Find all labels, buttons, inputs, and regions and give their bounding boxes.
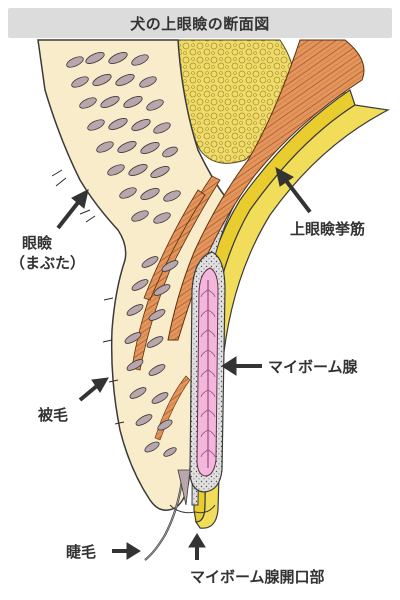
label-eyelid-reading: （まぶた）	[10, 254, 86, 272]
label-meibomian-gland: マイボーム腺	[268, 358, 358, 376]
label-eyelid: 眼瞼	[22, 234, 53, 252]
label-eyelash: 睫毛	[66, 543, 97, 561]
hair-follicles	[66, 52, 181, 457]
diagram-title: 犬の上眼瞼の断面図	[130, 14, 270, 33]
opening-arrow-icon	[188, 533, 206, 560]
eyelash-arrow-icon	[112, 542, 141, 560]
levator-arrow-icon	[275, 167, 312, 214]
eyelid-arrow-icon	[56, 189, 89, 230]
label-levator-muscle: 上眼瞼挙筋	[290, 220, 366, 238]
meibomian-arrow-icon	[221, 356, 262, 376]
label-fur: 被毛	[38, 406, 69, 424]
levator-muscle	[167, 39, 365, 341]
title-bar: 犬の上眼瞼の断面図	[8, 8, 392, 38]
fur-hairs	[51, 169, 125, 425]
fur-arrow-icon	[78, 377, 109, 402]
label-meibomian-opening: マイボーム腺開口部	[190, 568, 325, 586]
